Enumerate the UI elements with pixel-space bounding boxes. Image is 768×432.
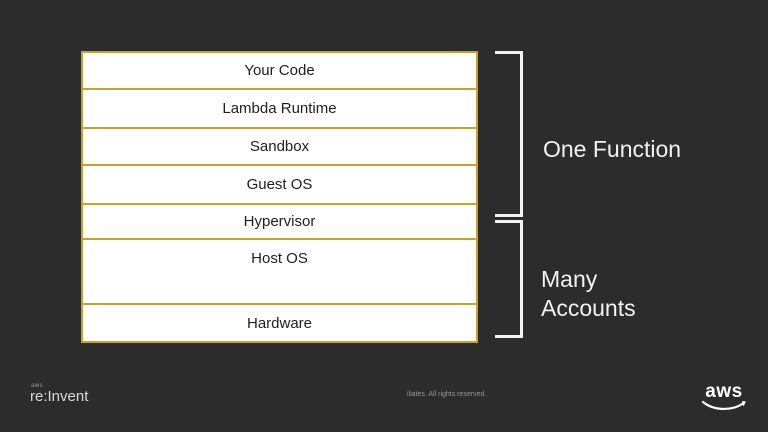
label-one-function: One Function <box>543 136 682 162</box>
bracket-many-accounts <box>495 220 523 338</box>
reinvent-logo: aws re:Invent <box>30 383 88 404</box>
label-many-accounts: Many Accounts <box>541 266 636 321</box>
stack-row-label: Your Code <box>244 62 315 79</box>
aws-logo: aws <box>700 382 748 413</box>
stack-row-host-os: Host OS <box>83 240 476 305</box>
bracket-one-function <box>495 51 523 217</box>
stack-row-hardware: Hardware <box>83 305 476 341</box>
stack-row-label: Host OS <box>251 250 308 267</box>
aws-smile-icon <box>701 400 746 411</box>
stack-row-label: Hardware <box>246 314 313 332</box>
reinvent-logo-text: re:Invent <box>30 388 89 405</box>
stack-row-label: Lambda Runtime <box>222 100 337 117</box>
stack-row-guest-os: Guest OS <box>83 166 476 205</box>
stack-row-label: Sandbox <box>249 138 310 155</box>
copyright-text: iliates. All rights reserved. <box>407 391 487 398</box>
lambda-isolation-stack: Your Code Lambda Runtime Sandbox Guest O… <box>81 51 478 343</box>
stack-row-label: Guest OS <box>246 176 313 193</box>
stack-row-label: Hypervisor <box>243 213 316 230</box>
aws-logo-text: aws <box>705 381 743 402</box>
reinvent-logo-aws-text: aws <box>31 383 44 389</box>
stack-row-sandbox: Sandbox <box>83 129 476 166</box>
stack-row-lambda-runtime: Lambda Runtime <box>83 90 476 129</box>
stack-row-hypervisor: Hypervisor <box>83 205 476 240</box>
stack-row-your-code: Your Code <box>83 53 476 90</box>
